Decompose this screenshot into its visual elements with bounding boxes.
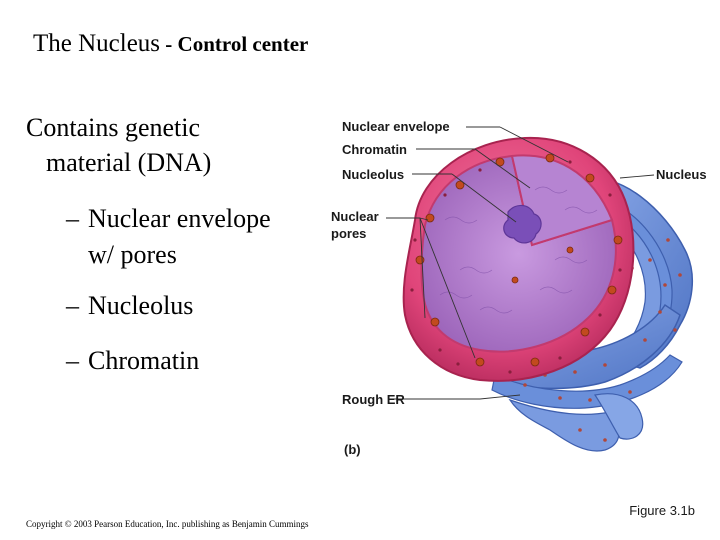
- title-main: The Nucleus: [33, 30, 161, 57]
- sub-bullet-dash: –: [66, 291, 79, 320]
- sub-bullet-text-cont: w/ pores: [88, 240, 177, 269]
- main-bullet-line1: Contains genetic: [26, 113, 201, 142]
- sub-bullet-nucleolus: –Nucleolus: [66, 288, 326, 324]
- nucleus-body: [402, 136, 635, 382]
- sub-bullet-text: Chromatin: [88, 346, 200, 375]
- main-bullet: Contains genetic material (DNA): [26, 110, 316, 180]
- leader-lines: [386, 126, 655, 400]
- figure-caption: Figure 3.1b: [629, 503, 695, 518]
- sub-bullet-dash: –: [66, 204, 79, 233]
- title-sub: - Control center: [160, 32, 309, 56]
- label-nuclear-envelope: Nuclear envelope: [342, 119, 450, 134]
- label-nuclear-pores-line2: pores: [331, 226, 367, 241]
- label-nuclear-pores-line1: Nuclear: [331, 209, 379, 224]
- copyright-notice: Copyright © 2003 Pearson Education, Inc.…: [26, 519, 309, 529]
- sub-bullet-text: Nuclear envelope: [88, 204, 271, 233]
- label-rough-er: Rough ER: [342, 392, 405, 407]
- nucleolus: [503, 204, 542, 244]
- nucleus-figure: Nuclear envelope Chromatin Nucleolus Nuc…: [320, 100, 720, 480]
- main-bullet-line2: material (DNA): [46, 148, 212, 177]
- sub-bullet-text: Nucleolus: [88, 291, 194, 320]
- sub-bullet-chromatin: –Chromatin: [66, 343, 326, 379]
- nucleus-illustration: [386, 126, 694, 452]
- label-chromatin: Chromatin: [342, 142, 407, 157]
- sub-bullet-dash: –: [66, 346, 79, 375]
- label-panel-b: (b): [344, 442, 361, 457]
- sub-bullet-nuclear-envelope: –Nuclear envelope w/ pores: [66, 201, 326, 273]
- slide-title: The Nucleus - Control center: [33, 30, 308, 58]
- label-nucleus: Nucleus: [656, 167, 707, 182]
- label-nucleolus: Nucleolus: [342, 167, 405, 182]
